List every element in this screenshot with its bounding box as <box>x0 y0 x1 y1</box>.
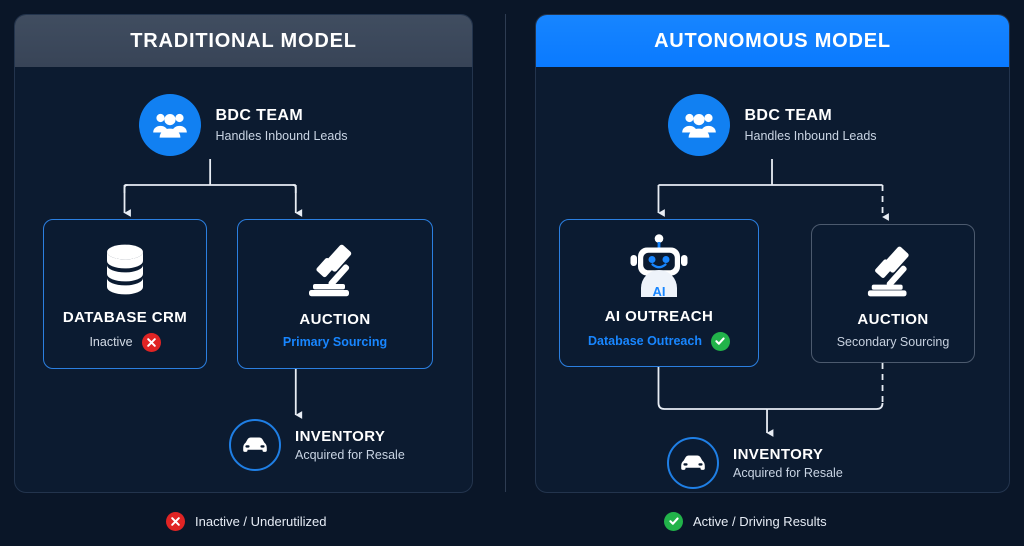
panel-autonomous-model: AUTONOMOUS MODEL <box>535 14 1010 493</box>
check-mark-icon <box>664 511 683 531</box>
legend-inactive: Inactive / Underutilized <box>166 508 327 534</box>
card-status: Primary Sourcing <box>283 335 387 349</box>
panel-traditional-model: TRADITIONAL MODEL <box>14 14 473 493</box>
x-mark-icon <box>166 511 185 531</box>
node-title: BDC TEAM <box>215 106 304 124</box>
panel-body-traditional: BDC TEAM Handles Inbound Leads DATABASE … <box>15 67 472 492</box>
card-auction-primary[interactable]: AUCTION Primary Sourcing <box>237 219 433 369</box>
panel-body-autonomous: BDC TEAM Handles Inbound Leads <box>536 67 1009 492</box>
robot-icon: AI <box>628 233 690 298</box>
card-status: Inactive <box>89 332 161 352</box>
node-bdc-team-text: BDC TEAM Handles Inbound Leads <box>744 106 876 145</box>
x-mark-icon <box>141 332 161 352</box>
node-subtitle: Acquired for Resale <box>733 466 843 480</box>
node-bdc-team-traditional: BDC TEAM Handles Inbound Leads <box>15 94 472 156</box>
panel-header-traditional: TRADITIONAL MODEL <box>15 15 472 67</box>
card-status-label: Database Outreach <box>588 334 702 348</box>
node-inventory-text: INVENTORY Acquired for Resale <box>295 428 405 462</box>
card-title: DATABASE CRM <box>62 308 188 326</box>
legend-label: Inactive / Underutilized <box>195 513 327 529</box>
car-icon <box>667 437 719 489</box>
node-title: BDC TEAM <box>744 106 833 124</box>
card-auction-secondary[interactable]: AUCTION Secondary Sourcing <box>811 224 975 363</box>
card-status: Secondary Sourcing <box>837 335 950 349</box>
panel-header-autonomous: AUTONOMOUS MODEL <box>536 15 1009 67</box>
node-inventory-traditional: INVENTORY Acquired for Resale <box>229 419 405 471</box>
card-title: AUCTION <box>857 310 929 328</box>
node-subtitle: Handles Inbound Leads <box>215 128 348 143</box>
legend-label: Active / Driving Results <box>693 513 827 529</box>
database-icon <box>100 237 150 299</box>
node-inventory-text: INVENTORY Acquired for Resale <box>733 446 843 480</box>
card-database-crm[interactable]: DATABASE CRM Inactive <box>43 219 207 369</box>
people-group-icon <box>139 94 202 156</box>
card-status: Database Outreach <box>588 331 730 351</box>
card-status-label: Secondary Sourcing <box>836 334 950 349</box>
node-subtitle: Handles Inbound Leads <box>744 128 877 143</box>
card-status-label: Primary Sourcing <box>282 335 388 349</box>
svg-text:AI: AI <box>653 284 666 298</box>
card-status-label: Inactive <box>89 335 133 349</box>
card-title: AI OUTREACH <box>604 307 714 325</box>
node-bdc-team-autonomous: BDC TEAM Handles Inbound Leads <box>536 94 1009 156</box>
car-icon <box>229 419 281 471</box>
node-bdc-team-text: BDC TEAM Handles Inbound Leads <box>215 106 347 145</box>
node-title: INVENTORY <box>295 428 386 445</box>
legend-active: Active / Driving Results <box>664 508 827 534</box>
panel-divider <box>505 14 506 492</box>
node-inventory-autonomous: INVENTORY Acquired for Resale <box>667 437 843 489</box>
check-mark-icon <box>710 331 730 351</box>
gavel-icon <box>862 239 924 301</box>
card-title: AUCTION <box>299 311 371 328</box>
people-group-icon <box>668 94 731 156</box>
node-subtitle: Acquired for Resale <box>295 448 405 462</box>
gavel-icon <box>303 239 367 301</box>
node-title: INVENTORY <box>733 446 824 463</box>
card-ai-outreach[interactable]: AI AI OUTREACH Database Outreach <box>559 219 759 367</box>
